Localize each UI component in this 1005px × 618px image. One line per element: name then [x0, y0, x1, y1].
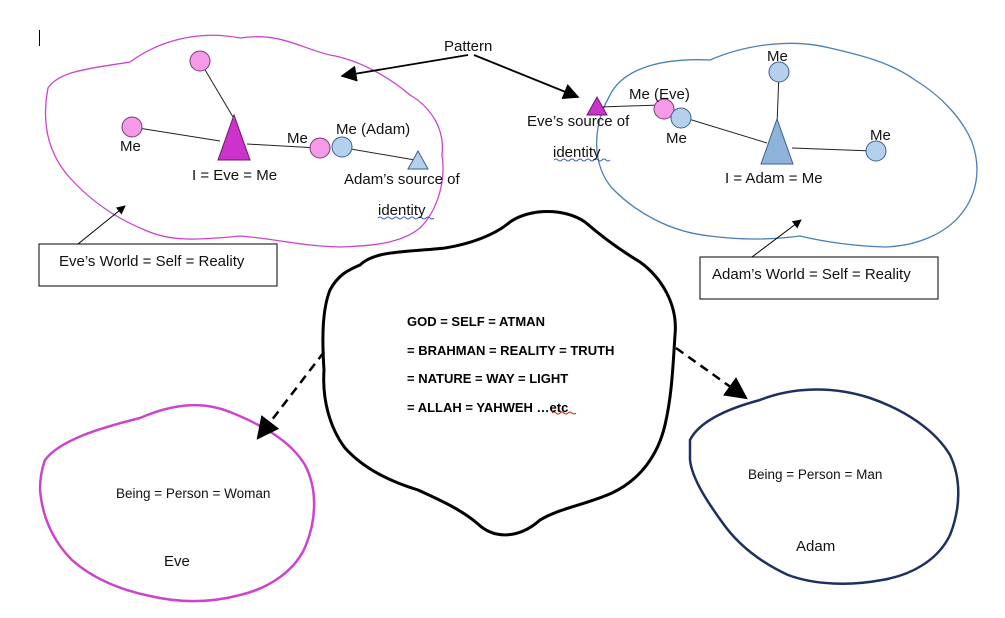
adam-me-right-label: Me [870, 127, 891, 144]
eve-center-label: I = Eve = Me [192, 167, 277, 184]
eve-source-line1: Adam’s source of [344, 171, 460, 188]
pattern-label: Pattern [444, 38, 492, 55]
god-to-adam-arrow [675, 346, 748, 400]
adam-link-source [599, 104, 661, 108]
adam-me-left-node [670, 107, 692, 129]
spellcheck-squiggle-3 [551, 411, 577, 415]
spellcheck-squiggle-1 [377, 216, 435, 220]
eve-source-triangle [407, 149, 429, 170]
eve-me-right-node [309, 137, 331, 159]
eve-me-left-label: Me [120, 138, 141, 155]
adam-center-label: I = Adam = Me [725, 170, 823, 187]
god-line-3: = NATURE = WAY = LIGHT [407, 371, 568, 386]
adam-world-label: Adam’s World = Self = Reality [712, 266, 911, 283]
adam-me-right-node [865, 140, 887, 162]
adam-source-line2: identity [553, 144, 601, 161]
adam-label-pointer [751, 219, 802, 258]
eve-world-blob [44, 34, 444, 248]
text-cursor [39, 30, 40, 46]
eve-link-left [131, 126, 221, 142]
eve-label-pointer [77, 205, 126, 245]
adam-self-triangle [760, 117, 794, 165]
eve-me-left-node [121, 116, 143, 138]
adam-being-name: Adam [796, 538, 835, 555]
adam-being-label: Being = Person = Man [748, 467, 882, 482]
eve-world-label-box [38, 243, 278, 287]
adam-eve-node-label: Me (Eve) [629, 86, 690, 103]
adam-being-blob [688, 388, 960, 585]
eve-being-blob [38, 403, 316, 603]
eve-me-top-node [189, 50, 211, 72]
eve-adam-node-label: Me (Adam) [336, 121, 410, 138]
eve-being-label: Being = Person = Woman [116, 486, 270, 501]
eve-me-right-label: Me [287, 130, 308, 147]
pattern-arrow-left [340, 54, 469, 82]
adam-source-triangle [586, 95, 608, 116]
eve-self-triangle [217, 113, 251, 161]
eve-source-line2: identity [378, 202, 426, 219]
spellcheck-squiggle-2 [553, 158, 611, 162]
eve-world-label: Eve’s World = Self = Reality [59, 253, 245, 270]
adam-world-label-box [699, 256, 939, 300]
adam-source-line1: Eve’s source of [527, 113, 630, 130]
eve-adam-node [331, 136, 353, 158]
god-blob [321, 210, 677, 537]
adam-me-top-node [768, 61, 790, 83]
eve-link-source [344, 147, 416, 161]
adam-world-blob [596, 42, 978, 248]
eve-being-name: Eve [164, 553, 190, 570]
god-line-1: GOD = SELF = ATMAN [407, 314, 545, 329]
eve-link-top [200, 62, 234, 118]
adam-me-left-label: Me [666, 130, 687, 147]
eve-link-right [246, 143, 319, 149]
adam-me-top-label: Me [767, 48, 788, 65]
god-line-4: = ALLAH = YAHWEH …etc [407, 400, 568, 415]
adam-link-right [791, 147, 874, 152]
adam-link-left [681, 116, 768, 144]
god-line-2: = BRAHMAN = REALITY = TRUTH [407, 343, 614, 358]
adam-eve-node [653, 98, 675, 120]
god-to-eve-arrow [256, 351, 325, 440]
pattern-arrow-right [473, 54, 580, 100]
